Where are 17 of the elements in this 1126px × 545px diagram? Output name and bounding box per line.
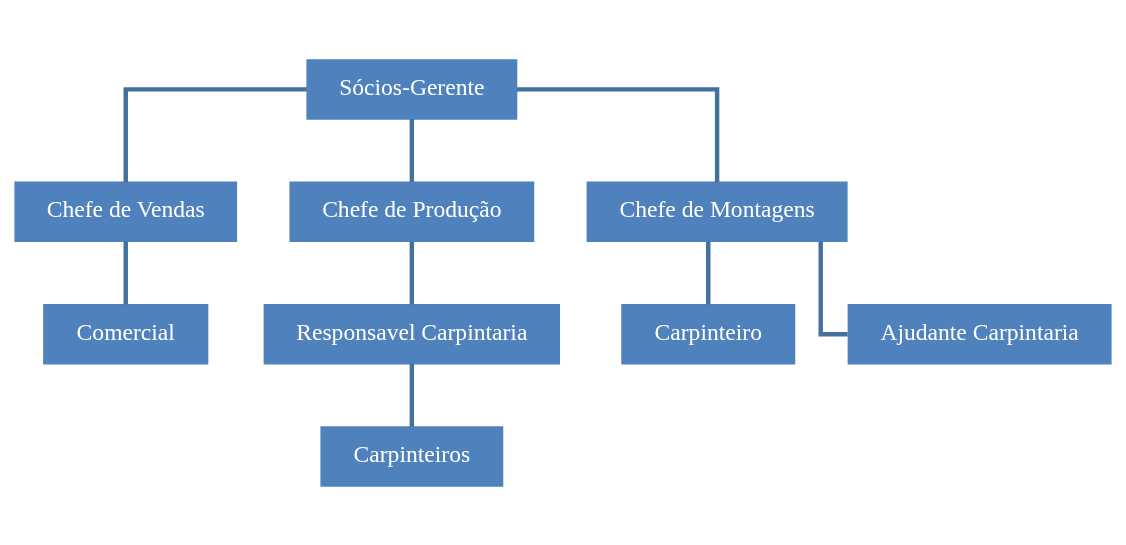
node-box: Responsavel Carpintaria — [263, 303, 561, 364]
node-box: Carpinteiros — [320, 425, 504, 487]
connector — [706, 240, 711, 304]
connector — [123, 86, 307, 182]
connector — [409, 118, 415, 182]
connector — [409, 363, 415, 427]
node-box: Sócios-Gerente — [306, 58, 518, 120]
node-box: Comercial — [43, 303, 209, 364]
connector — [123, 240, 128, 304]
node-box: Chefe de Montagens — [586, 181, 848, 242]
node-box: Chefe de Vendas — [14, 181, 238, 242]
connector — [818, 240, 848, 336]
node-box: Carpinteiro — [621, 303, 796, 364]
connector — [409, 240, 415, 304]
connector — [516, 86, 720, 182]
node-box: Chefe de Produção — [289, 181, 535, 242]
node-box: Ajudante Carpintaria — [847, 303, 1112, 364]
